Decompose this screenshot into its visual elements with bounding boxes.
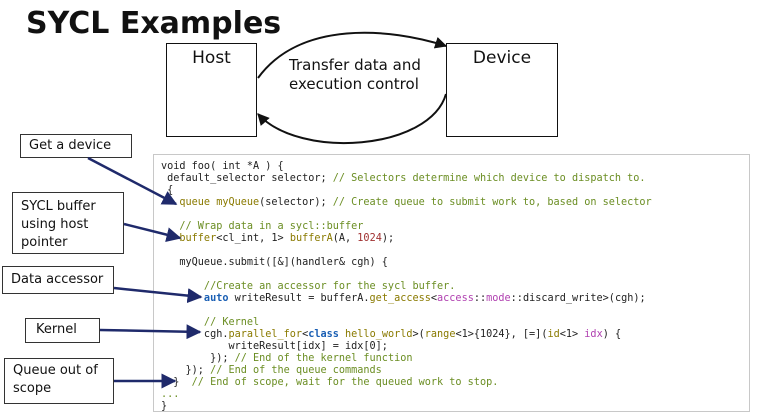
arrow-sycl-buffer bbox=[123, 222, 182, 243]
code-line: { bbox=[161, 185, 173, 197]
callout-get-device-line-1: Get a device bbox=[29, 138, 112, 153]
callout-sycl-buffer-line-3: pointer bbox=[21, 235, 68, 250]
code-line: } bbox=[161, 401, 167, 413]
code-token: // Selectors determine which device to d… bbox=[332, 173, 646, 184]
code-token: mode bbox=[486, 293, 511, 304]
code-token: myQueue bbox=[216, 197, 260, 208]
code-token: < bbox=[430, 293, 438, 304]
code-line: }); // End of the kernel function bbox=[161, 353, 412, 365]
code-token: <1> bbox=[559, 329, 585, 340]
code-token: myQueue.submit([&](handler& cgh) { bbox=[161, 257, 388, 268]
code-token: <cl_int, 1> bbox=[216, 233, 290, 244]
code-line: }); // End of the queue commands bbox=[161, 365, 382, 377]
code-line: buffer<cl_int, 1> bufferA(A, 1024); bbox=[161, 233, 394, 245]
callout-sycl-buffer-line-2: using host bbox=[21, 217, 89, 232]
code-line: writeResult[idx] = idx[0]; bbox=[161, 341, 388, 353]
code-token: range bbox=[424, 329, 456, 340]
code-token: ::discard_write>(cgh); bbox=[510, 293, 646, 304]
page-title: SYCL Examples bbox=[26, 6, 282, 41]
transfer-label-line-1: Transfer data and bbox=[289, 56, 421, 74]
callout-queue-scope-line-2: scope bbox=[13, 381, 52, 396]
arrow-data-accessor bbox=[113, 286, 203, 304]
code-token: cgh. bbox=[161, 329, 229, 340]
code-token: // End of the kernel function bbox=[234, 353, 413, 364]
transfer-arc-top bbox=[257, 31, 448, 79]
device-box: Device bbox=[446, 43, 558, 137]
code-token: <1>{1024}, [=]( bbox=[455, 329, 548, 340]
code-line: queue myQueue(selector); // Create queue… bbox=[161, 197, 652, 209]
code-token: writeResult[idx] = idx[0]; bbox=[161, 341, 388, 352]
host-box: Host bbox=[166, 43, 257, 137]
code-line: ... bbox=[161, 389, 179, 401]
code-line: //Create an accessor for the sycl buffer… bbox=[161, 281, 455, 293]
code-token: }); bbox=[161, 353, 235, 364]
code-token: get_access bbox=[369, 293, 431, 304]
callout-data-accessor-line-1: Data accessor bbox=[11, 272, 104, 287]
code-token: idx bbox=[584, 329, 603, 340]
callout-sycl-buffer-line-1: SYCL buffer bbox=[21, 199, 96, 214]
code-token: ... bbox=[161, 389, 180, 400]
transfer-label-line-2: execution control bbox=[289, 75, 419, 93]
code-token: hello_world bbox=[345, 329, 413, 340]
code-line: // Wrap data in a sycl::buffer bbox=[161, 221, 363, 233]
code-token: parallel_for bbox=[228, 329, 303, 340]
code-token: // Wrap data in a sycl::buffer bbox=[161, 221, 364, 232]
code-token: // End of the queue commands bbox=[210, 365, 382, 376]
code-token: auto bbox=[161, 293, 229, 304]
code-token: //Create an accessor for the sycl buffer… bbox=[161, 281, 456, 292]
code-token: < bbox=[302, 329, 309, 340]
code-token: queue bbox=[161, 197, 217, 208]
device-label: Device bbox=[472, 48, 532, 68]
arrow-kernel bbox=[99, 324, 202, 340]
code-line: } // End of scope, wait for the queued w… bbox=[161, 377, 498, 389]
code-line: // Kernel bbox=[161, 317, 259, 329]
code-token: ) { bbox=[602, 329, 622, 340]
callout-data-accessor: Data accessor bbox=[2, 266, 114, 294]
code-token: default_selector selector; bbox=[161, 173, 333, 184]
callout-queue-scope-line-1: Queue out of bbox=[13, 363, 98, 378]
callout-queue-scope: Queue out of scope bbox=[4, 358, 114, 404]
arrow-get-device bbox=[87, 156, 178, 206]
code-token: { bbox=[161, 185, 174, 196]
code-token: 1024 bbox=[357, 233, 382, 244]
code-token: class bbox=[308, 329, 339, 340]
code-line: myQueue.submit([&](handler& cgh) { bbox=[161, 257, 388, 269]
callout-kernel: Kernel bbox=[25, 318, 100, 343]
callout-sycl-buffer: SYCL buffer using host pointer bbox=[12, 192, 124, 254]
code-line: default_selector selector; // Selectors … bbox=[161, 173, 646, 185]
host-label: Host bbox=[192, 48, 231, 68]
code-token: id bbox=[547, 329, 560, 340]
code-token: (A, bbox=[332, 233, 358, 244]
code-token: buffer bbox=[161, 233, 217, 244]
code-token: writeResult = bufferA. bbox=[228, 293, 370, 304]
callout-kernel-line-1: Kernel bbox=[36, 322, 77, 337]
code-line: void foo( int *A ) { bbox=[161, 161, 284, 173]
code-token: void foo( int *A ) { bbox=[161, 161, 284, 172]
transfer-arc-bottom bbox=[257, 93, 447, 145]
transfer-label: Transfer data and execution control bbox=[289, 56, 421, 94]
code-token: >( bbox=[412, 329, 425, 340]
code-token: access bbox=[437, 293, 474, 304]
code-panel: void foo( int *A ) { default_selector se… bbox=[153, 154, 750, 412]
code-token: // Kernel bbox=[161, 317, 260, 328]
code-token: }); bbox=[161, 365, 211, 376]
code-token: (selector); bbox=[259, 197, 333, 208]
code-token: ); bbox=[381, 233, 395, 244]
code-token: bufferA bbox=[289, 233, 333, 244]
code-token: } bbox=[161, 401, 168, 412]
callout-get-device: Get a device bbox=[20, 134, 132, 158]
code-token: // Create queue to submit work to, based… bbox=[332, 197, 652, 208]
code-token: // End of scope, wait for the queued wor… bbox=[191, 377, 499, 388]
code-token: :: bbox=[473, 293, 487, 304]
code-line: cgh.parallel_for<class hello_world>(rang… bbox=[161, 329, 621, 341]
code-line: auto writeResult = bufferA.get_access<ac… bbox=[161, 293, 646, 305]
